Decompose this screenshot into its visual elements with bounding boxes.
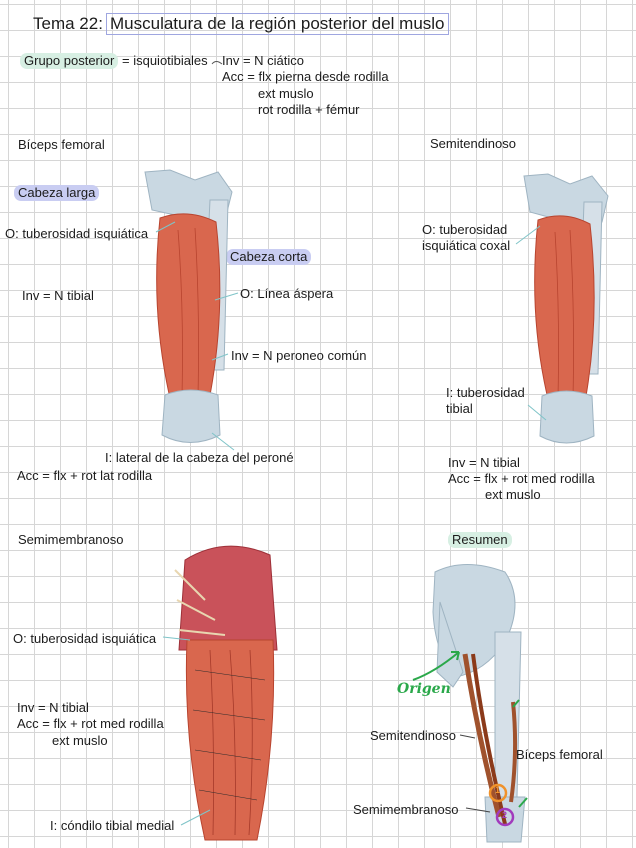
origen-cabeza-larga: O: tuberosidad isquiática	[5, 226, 149, 241]
resumen-title: Resumen	[448, 532, 512, 548]
semitendinoso-origen-2: isquiática coxal	[422, 238, 511, 253]
semimembranoso-leg-illustration	[174, 545, 278, 841]
semitendinoso-acc-ext: ext muslo	[485, 487, 541, 502]
semimembranoso-tendon	[471, 653, 507, 825]
acc-biceps: Acc = flx + rot lat rodilla	[17, 468, 153, 483]
biceps-insertion-arrow	[518, 797, 528, 808]
grupo-posterior-label: Grupo posterior	[20, 53, 119, 69]
resumen-biceps-label: Bíceps femoral	[516, 747, 603, 762]
resumen-semimembranoso-label: Semimembranoso	[353, 802, 459, 817]
biceps-thigh-illustration	[144, 169, 233, 443]
biceps-origin-arrow	[512, 699, 520, 708]
grupo-line-inv: Inv = N ciático	[222, 53, 305, 68]
gluteal-region	[178, 545, 278, 651]
cabeza-corta-label: Cabeza corta	[226, 249, 312, 265]
semimembranoso-insercion: I: cóndilo tibial medial	[50, 818, 175, 833]
topic-number: Tema 22:	[33, 14, 103, 33]
cabeza-larga-label: Cabeza larga	[14, 185, 100, 201]
biceps-title: Bíceps femoral	[18, 137, 105, 152]
resumen-skeleton-illustration	[412, 564, 528, 843]
brace-arrow	[211, 61, 223, 65]
resumen-origen-label: Origen	[397, 681, 451, 697]
semimembranoso-acc: Acc = flx + rot med rodilla	[17, 716, 164, 731]
origen-cabeza-corta: O: Línea áspera	[240, 286, 334, 301]
semitendinoso-insercion-2: tibial	[446, 401, 473, 416]
resumen-semitendinoso-label: Semitendinoso	[370, 728, 456, 743]
semitendinoso-inv: Inv = N tibial	[448, 455, 520, 470]
insertion-badge-1: 1	[495, 785, 501, 795]
insercion-biceps: I: lateral de la cabeza del peroné	[105, 450, 294, 465]
pelvic-nerves	[174, 569, 226, 636]
semitendinoso-insercion-1: I: tuberosidad	[446, 385, 525, 400]
grupo-line-rot: rot rodilla + fémur	[258, 102, 360, 117]
semimembranoso-inv: Inv = N tibial	[17, 700, 89, 715]
ischium	[436, 601, 464, 688]
grupo-line-acc: Acc = flx pierna desde rodilla	[222, 69, 389, 84]
inv-cabeza-corta: Inv = N peroneo común	[231, 348, 367, 363]
semitendinoso-thigh-illustration	[523, 173, 609, 444]
semitendinoso-title: Semitendinoso	[430, 136, 516, 151]
page-title: Musculatura de la región posterior del m…	[106, 13, 449, 35]
semitendinoso-origen-1: O: tuberosidad	[422, 222, 508, 237]
hamstring-muscle	[156, 213, 221, 399]
biceps-tendon	[509, 701, 518, 803]
semimembranoso-origen: O: tuberosidad isquiática	[13, 631, 157, 646]
origin-arrow	[412, 651, 460, 681]
knee-bones	[161, 389, 221, 443]
grupo-line-ext: ext muslo	[258, 86, 314, 101]
semitendinoso-tendon	[462, 653, 502, 818]
semimembranoso-acc-ext: ext muslo	[52, 733, 108, 748]
grupo-equals: = isquiotibiales	[122, 53, 208, 68]
insertion-marker-2	[495, 807, 515, 827]
insertion-badge-2: 2	[502, 810, 508, 820]
insertion-marker-1	[488, 783, 508, 803]
semitendinoso-acc: Acc = flx + rot med rodilla	[448, 471, 595, 486]
hamstring-muscle	[534, 215, 595, 400]
semimembranoso-title: Semimembranoso	[18, 532, 124, 547]
knee-bones	[539, 390, 595, 444]
inv-cabeza-larga: Inv = N tibial	[22, 288, 94, 303]
